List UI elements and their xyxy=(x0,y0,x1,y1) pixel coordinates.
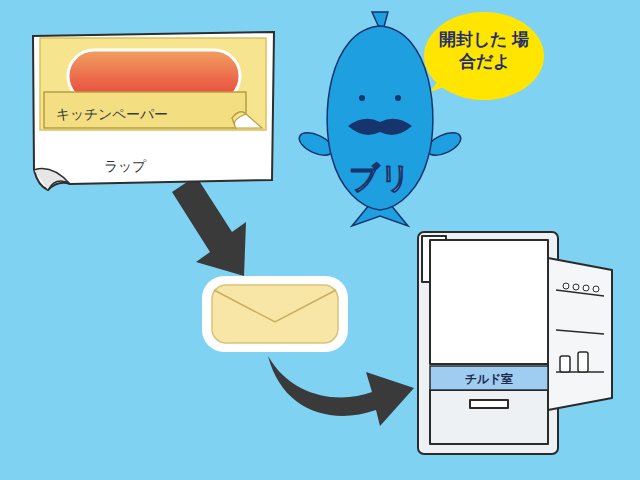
wrap-curl xyxy=(34,169,70,190)
arrow-down xyxy=(172,176,246,276)
speech-bubble-shape xyxy=(424,12,544,100)
speech-bubble: 開封した 場合だよ xyxy=(430,18,538,94)
speech-bubble-label: 開封した 場合だよ xyxy=(434,28,534,72)
paper-fold xyxy=(44,92,246,128)
fish-body xyxy=(327,26,433,210)
refrigerator xyxy=(418,232,612,454)
wrap-sheet-label: ラップ xyxy=(104,157,146,175)
chilled-room: チルド室 xyxy=(430,366,548,390)
fish-mascot-label: ブリ xyxy=(349,158,411,197)
fish-mascot: ブリ xyxy=(300,8,460,230)
wrap-outline xyxy=(33,32,274,190)
chilled-band xyxy=(430,366,548,390)
kitchen-paper: キッチンペーパー xyxy=(40,38,266,130)
kitchen-paper-label: キッチンペーパー xyxy=(56,105,168,123)
paper-sheet xyxy=(40,38,266,130)
arrow-curved xyxy=(268,356,414,426)
fish-mouth xyxy=(348,119,412,135)
chilled-room-label: チルド室 xyxy=(465,372,513,388)
paper-peel xyxy=(234,114,262,128)
wrap-sheet: ラップ キッチンペーパー xyxy=(30,30,275,192)
fish-mascot-shape xyxy=(300,8,460,230)
wrapped-package xyxy=(202,276,348,352)
